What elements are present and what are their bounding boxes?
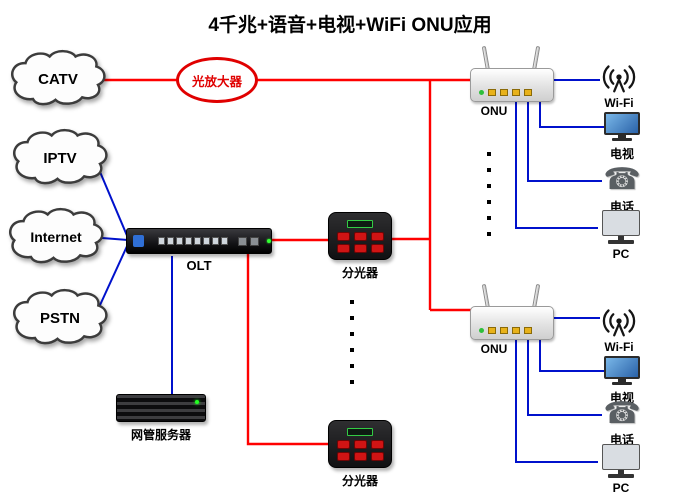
onu-1 (470, 45, 554, 102)
cloud-label: CATV (38, 70, 78, 88)
cable-onu2-phone (527, 338, 602, 416)
onu-body (470, 306, 554, 340)
ellipsis-dots-onus (487, 152, 491, 236)
fiber-olt-splitter2 (246, 254, 328, 446)
cable-pstn-olt (94, 243, 129, 317)
cloud-shape (11, 49, 106, 106)
cloud-label: IPTV (43, 149, 77, 167)
cable-onu2-pc (515, 338, 598, 463)
splitter-ports (336, 231, 384, 253)
cable-onu2-tv (539, 338, 604, 372)
splitter-2-label: 分光器 (341, 474, 378, 488)
onu-2 (470, 283, 554, 340)
onu-2-label: ONU (480, 342, 508, 356)
wifi-label: Wi-Fi (604, 340, 634, 354)
tv-icon (604, 356, 640, 386)
olt-uplink-ports (238, 236, 260, 246)
olt-logo-chip (133, 235, 145, 247)
tv-icon (604, 112, 640, 142)
cloud-iptv: IPTV (10, 127, 110, 189)
cable-onu1-pc (515, 100, 598, 229)
splitter-1 (328, 212, 392, 260)
cable-internet-olt (101, 237, 129, 241)
onu-ports (479, 327, 532, 334)
pc-icon (598, 444, 644, 479)
cloud-shape (13, 288, 108, 345)
splitter-2 (328, 420, 392, 468)
cloud-label: PSTN (39, 309, 80, 327)
nms-server-label: 网管服务器 (130, 428, 191, 442)
olt-label: OLT (186, 258, 212, 273)
onu-body (470, 68, 554, 102)
cloud-catv: CATV (8, 48, 108, 110)
ellipsis-dots-splitters (350, 300, 354, 384)
splitter-1-label: 分光器 (341, 266, 378, 280)
server-led (195, 400, 199, 404)
pc-label: PC (612, 247, 630, 261)
splitter-ports (336, 439, 384, 461)
cloud-pstn: PSTN (10, 287, 110, 349)
cable-onu1-phone (527, 100, 602, 182)
phone-label: 电话 (609, 433, 634, 447)
cable-onu1-tv (539, 100, 604, 128)
nms-server-icon (116, 394, 206, 422)
diagram-title: 4千兆+语音+电视+WiFi ONU应用 (208, 15, 492, 36)
wifi-icon (598, 60, 640, 94)
cloud-internet: Internet (6, 206, 106, 268)
wifi-icon (598, 304, 640, 338)
cloud-shape (13, 128, 108, 185)
pc-icon (598, 210, 644, 245)
olt-port-row (158, 237, 229, 245)
wifi-label: Wi-Fi (604, 96, 634, 110)
onu-1-label: ONU (480, 104, 508, 118)
cloud-shape (9, 207, 104, 264)
splitter-display (347, 219, 373, 228)
phone-icon: ☎ (603, 397, 641, 430)
pc-label: PC (612, 481, 630, 495)
phone-icon: ☎ (603, 163, 641, 196)
tv-label: 电视 (609, 391, 634, 405)
cloud-label: Internet (30, 229, 82, 245)
splitter-display (347, 427, 373, 436)
tv-label: 电视 (609, 147, 634, 161)
onu-ports (479, 89, 532, 96)
olt-device (126, 228, 272, 254)
olt-led (267, 239, 271, 243)
optical-amplifier: 光放大器 (176, 57, 258, 103)
